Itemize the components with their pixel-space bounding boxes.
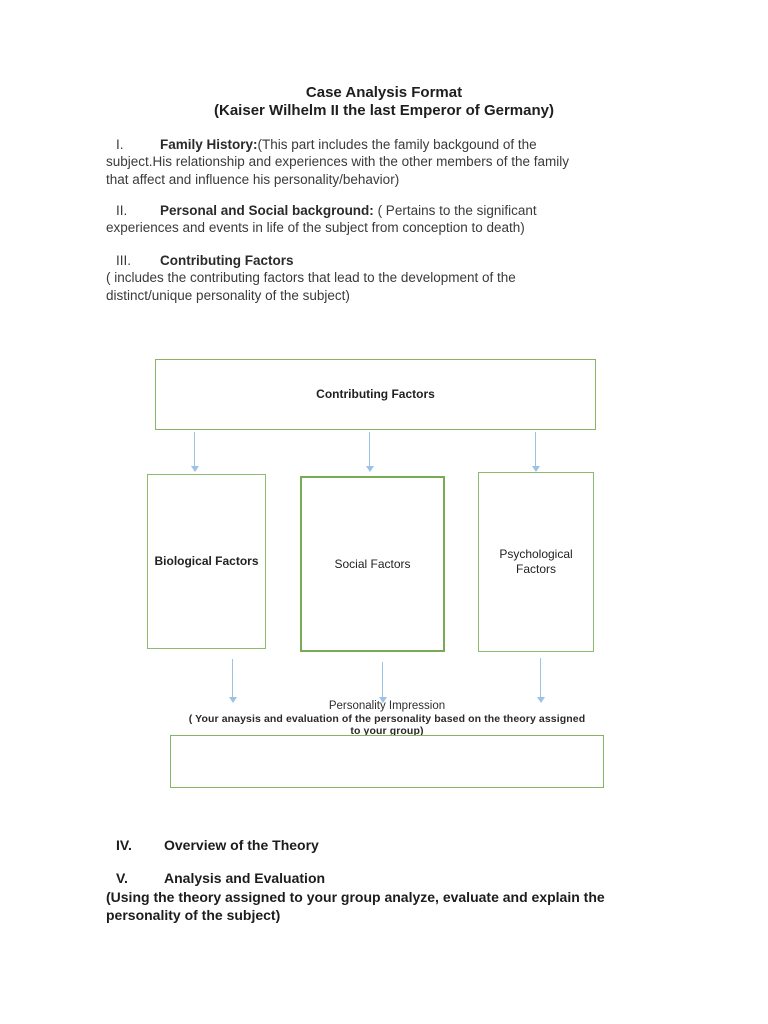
box-label: Psychological Factors bbox=[499, 547, 573, 576]
arrow-shaft bbox=[539, 658, 542, 697]
arrow-head bbox=[536, 697, 545, 703]
section-overview-theory: IV. Overview of the Theory bbox=[106, 836, 700, 855]
personality-impression-box bbox=[170, 735, 604, 788]
title-line-1: Case Analysis Format bbox=[305, 84, 463, 101]
arrow-shaft bbox=[193, 432, 196, 466]
personality-impression-caption-line1: ( Your anaysis and evaluation of the per… bbox=[188, 713, 586, 725]
arrow-down-icon bbox=[536, 658, 545, 703]
biological-factors-box: Biological Factors bbox=[147, 474, 266, 649]
box-label: Social Factors bbox=[334, 556, 411, 571]
section-personal-social: II. Personal and Social background: ( Per… bbox=[106, 202, 700, 237]
section-numeral: V. bbox=[116, 870, 128, 886]
section-contributing-factors: III. Contributing Factors ( includes the … bbox=[106, 252, 700, 304]
document-title: Case Analysis Format (Kaiser Wilhelm II … bbox=[0, 84, 768, 120]
arrow-shaft bbox=[534, 432, 537, 466]
section-line: that affect and influence his personalit… bbox=[106, 171, 400, 187]
box-label: Contributing Factors bbox=[316, 387, 435, 401]
arrow-head bbox=[531, 466, 540, 472]
section-numeral: IV. bbox=[116, 837, 132, 853]
personality-impression-title: Personality Impression bbox=[328, 700, 446, 712]
contributing-factors-box: Contributing Factors bbox=[155, 359, 596, 430]
section-numeral: I. bbox=[116, 137, 124, 152]
social-factors-box: Social Factors bbox=[300, 476, 445, 652]
section-line: IV. Overview of the Theory bbox=[106, 836, 700, 855]
arrow-head bbox=[365, 466, 374, 472]
arrow-shaft bbox=[368, 432, 371, 466]
psychological-factors-box: Psychological Factors bbox=[478, 472, 594, 652]
arrow-down-icon bbox=[228, 659, 237, 703]
section-numeral: III. bbox=[116, 253, 132, 268]
section-numeral: II. bbox=[116, 203, 128, 218]
personality-impression-caption-line2: to your group) bbox=[350, 725, 424, 737]
section-line: V. Analysis and Evaluation bbox=[106, 869, 700, 888]
section-text: ( Pertains to the significant bbox=[373, 203, 537, 218]
section-text: (This part includes the family backgound… bbox=[257, 137, 537, 152]
arrow-shaft bbox=[231, 659, 234, 697]
arrow-head bbox=[190, 466, 199, 472]
section-family-history: I. Family History:(This part includes the… bbox=[106, 136, 700, 188]
arrow-head bbox=[228, 697, 237, 703]
section-line: distinct/unique personality of the subje… bbox=[106, 287, 350, 303]
section-heading: Contributing Factors bbox=[160, 253, 294, 268]
box-label: Biological Factors bbox=[154, 554, 259, 568]
section-line: I. Family History:(This part includes the… bbox=[106, 136, 700, 153]
arrow-down-icon bbox=[378, 662, 387, 703]
section-line: subject.His relationship and experiences… bbox=[106, 154, 569, 170]
section-line: III. Contributing Factors bbox=[106, 252, 700, 269]
title-line-2: (Kaiser Wilhelm II the last Emperor of G… bbox=[214, 102, 554, 119]
section-line: ( includes the contributing factors that… bbox=[106, 270, 516, 286]
arrow-down-icon bbox=[531, 432, 540, 472]
section-heading: Family History: bbox=[160, 137, 258, 152]
arrow-down-icon bbox=[365, 432, 374, 472]
section-line: personality of the subject) bbox=[106, 907, 281, 923]
section-heading: Overview of the Theory bbox=[164, 837, 319, 853]
arrow-down-icon bbox=[190, 432, 199, 472]
arrow-shaft bbox=[381, 662, 384, 697]
section-heading: Personal and Social background: bbox=[160, 203, 374, 218]
section-line: II. Personal and Social background: ( Per… bbox=[106, 202, 700, 219]
section-analysis-evaluation: V. Analysis and Evaluation (Using the the… bbox=[106, 869, 700, 925]
section-line: (Using the theory assigned to your group… bbox=[106, 888, 605, 905]
section-line: experiences and events in life of the su… bbox=[106, 220, 525, 236]
section-heading: Analysis and Evaluation bbox=[164, 870, 326, 886]
arrow-head bbox=[378, 697, 387, 703]
